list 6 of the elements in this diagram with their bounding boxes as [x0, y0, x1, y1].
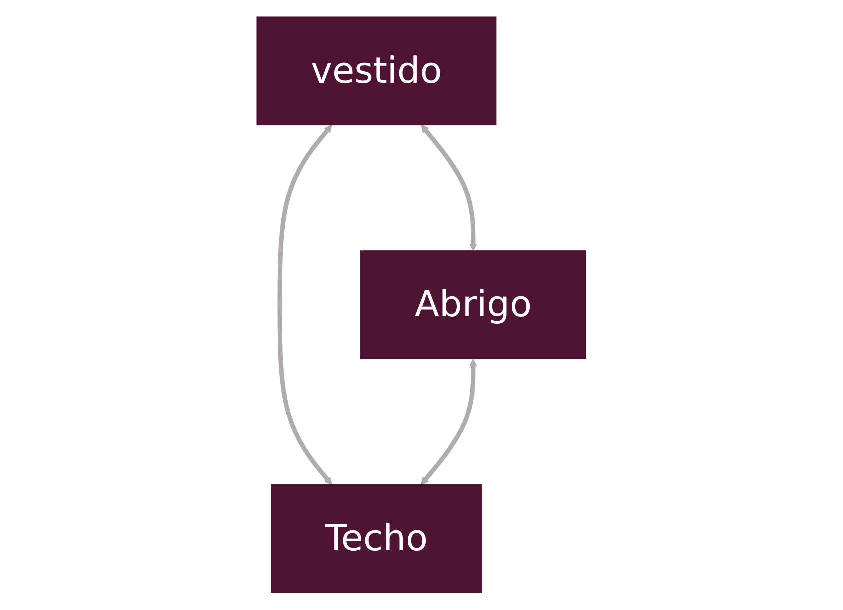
- arrow: [278, 125, 332, 486]
- arrow: [420, 358, 478, 486]
- node-box: [256, 16, 497, 126]
- node-box: [360, 250, 586, 360]
- node-box: [270, 484, 482, 594]
- arrow: [421, 125, 478, 252]
